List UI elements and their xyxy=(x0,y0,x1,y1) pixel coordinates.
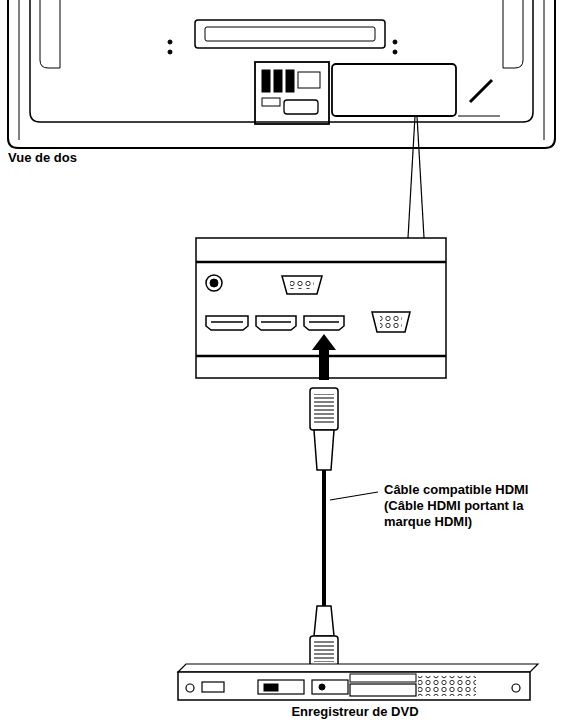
dvd-recorder xyxy=(178,664,538,700)
vga-port xyxy=(372,312,410,332)
serial-port xyxy=(282,276,322,294)
cable-label: Câble compatible HDMI (Câble HDMI portan… xyxy=(384,482,549,530)
audio-jack xyxy=(206,275,222,291)
zoom-leader xyxy=(408,116,424,238)
insert-arrow xyxy=(312,334,336,380)
hdmi-port-area xyxy=(332,64,456,116)
caption-label: Vue de dos xyxy=(8,150,77,166)
hdmi-cable xyxy=(310,388,338,666)
hdmi-port xyxy=(206,316,344,330)
terminal-panel xyxy=(255,62,329,124)
tv-rear xyxy=(8,0,555,148)
leader-line xyxy=(330,492,378,500)
caption-label: Enregistreur de DVD xyxy=(250,704,460,720)
